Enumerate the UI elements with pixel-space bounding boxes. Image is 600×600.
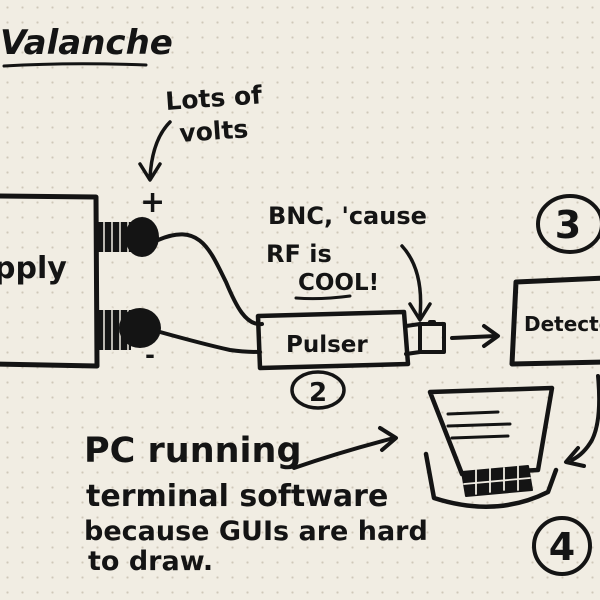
- plus-terminal-sign: +: [140, 185, 165, 220]
- pulser-number-circle: [290, 370, 346, 410]
- pulser-number: 2: [309, 378, 327, 408]
- pc-arrow: [292, 436, 396, 470]
- power-supply-label: pply: [0, 251, 67, 286]
- volts-arrow-head: [138, 162, 162, 182]
- pc-label-line4: to draw.: [88, 546, 213, 577]
- pc-label-line1: PC running: [84, 431, 302, 471]
- laptop-keys: [463, 465, 531, 495]
- bnc-label-line2: RF is: [266, 240, 332, 268]
- pc-number: 4: [549, 525, 575, 569]
- positive-wire: [156, 232, 264, 327]
- pc-label-line3: because GUIs are hard: [84, 516, 428, 547]
- title-underline: [2, 62, 148, 68]
- laptop-screen: [427, 385, 555, 477]
- negative-terminal: [97, 307, 161, 353]
- pulser-box: [255, 309, 411, 371]
- negative-wire: [158, 330, 262, 354]
- detector-to-pc-wire: [570, 374, 600, 462]
- bnc-connector-neck: [404, 322, 422, 356]
- bnc-connector: [418, 322, 446, 354]
- pulser-label: Pulser: [286, 332, 368, 358]
- laptop-screen-lines: [446, 410, 512, 440]
- bnc-label-line1: BNC, 'cause: [268, 202, 427, 230]
- detector-number: 3: [555, 203, 581, 247]
- bnc-arrow-head: [408, 302, 432, 322]
- bnc-label-line3: COOL!: [298, 270, 379, 296]
- pc-number-circle: [532, 516, 592, 576]
- laptop-icon: [423, 385, 559, 509]
- detector-label: Detecto: [524, 312, 600, 336]
- detector-box: [509, 275, 600, 367]
- volts-arrow: [148, 120, 172, 180]
- volts-label-line1: Lots of: [164, 80, 264, 116]
- pulser-to-detector-arrow-head: [482, 324, 500, 348]
- detector-number-circle: [536, 194, 600, 254]
- detector-to-pc-arrow-head: [564, 446, 586, 468]
- cool-underline: [294, 294, 352, 301]
- laptop-base: [423, 451, 559, 509]
- positive-terminal: [97, 217, 159, 257]
- diagram-title: Valanche: [0, 23, 173, 63]
- volts-label-line2: volts: [178, 114, 249, 148]
- bnc-arrow: [400, 244, 423, 318]
- power-supply-box: [0, 193, 100, 369]
- minus-terminal-sign: -: [145, 341, 155, 369]
- pulser-to-detector-arrow: [450, 334, 498, 340]
- pc-arrow-head: [378, 426, 398, 452]
- pc-label-line2: terminal software: [86, 479, 388, 514]
